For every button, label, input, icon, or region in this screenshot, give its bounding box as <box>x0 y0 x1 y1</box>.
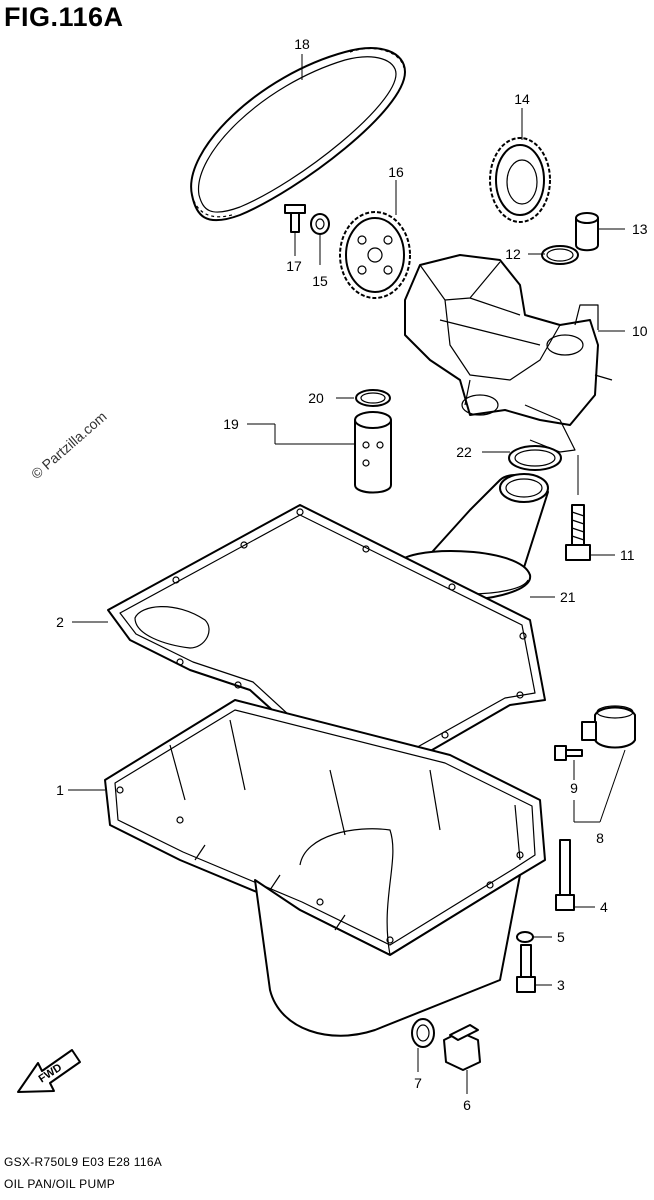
sprocket-bolt <box>284 204 306 233</box>
model-code: GSX-R750L9 E03 E28 116A <box>4 1155 163 1169</box>
washer-5 <box>516 931 534 943</box>
leader-lines <box>68 54 626 1094</box>
cam-chain <box>190 47 406 222</box>
callout-9: 9 <box>570 780 578 796</box>
callout-10: 10 <box>632 323 648 339</box>
figure-description: OIL PAN/OIL PUMP <box>4 1177 116 1191</box>
callout-16: 16 <box>388 164 404 180</box>
forward-direction-arrow: FWD <box>17 1049 81 1093</box>
oil-pan <box>104 699 546 1037</box>
callout-2: 2 <box>56 614 64 630</box>
callout-4: 4 <box>600 899 608 915</box>
callout-20: 20 <box>308 390 324 406</box>
oil-pressure-switch <box>581 705 636 749</box>
oil-pan-bolt-long <box>555 839 575 911</box>
drain-plug-gasket <box>411 1018 435 1048</box>
oil-pump-driven-sprocket <box>339 211 411 299</box>
figure-title: FIG.116A <box>4 2 124 32</box>
oil-pump-assembly <box>404 254 613 453</box>
callout-3: 3 <box>557 977 565 993</box>
callout-21: 21 <box>560 589 576 605</box>
callout-12: 12 <box>505 246 521 262</box>
callout-11: 11 <box>620 547 635 563</box>
switch-bolt <box>554 745 583 761</box>
callout-14: 14 <box>514 91 530 107</box>
callout-15: 15 <box>312 273 328 289</box>
washer-15 <box>310 213 330 235</box>
callout-5: 5 <box>557 929 565 945</box>
oil-pipe <box>354 411 392 494</box>
callout-7: 7 <box>414 1075 422 1091</box>
callout-18: 18 <box>294 36 310 52</box>
oil-pan-bolt-short <box>516 944 536 993</box>
callout-13: 13 <box>632 221 648 237</box>
callout-17: 17 <box>286 258 302 274</box>
drain-plug <box>443 1024 481 1071</box>
callout-6: 6 <box>463 1097 471 1113</box>
dowel-pin <box>575 212 599 252</box>
callout-19: 19 <box>223 416 239 432</box>
callout-8: 8 <box>596 830 604 846</box>
callout-22: 22 <box>456 444 472 460</box>
oil-pump-drive-sprocket <box>489 137 551 223</box>
oil-pump-bolt <box>565 504 591 561</box>
callout-1: 1 <box>56 782 64 798</box>
